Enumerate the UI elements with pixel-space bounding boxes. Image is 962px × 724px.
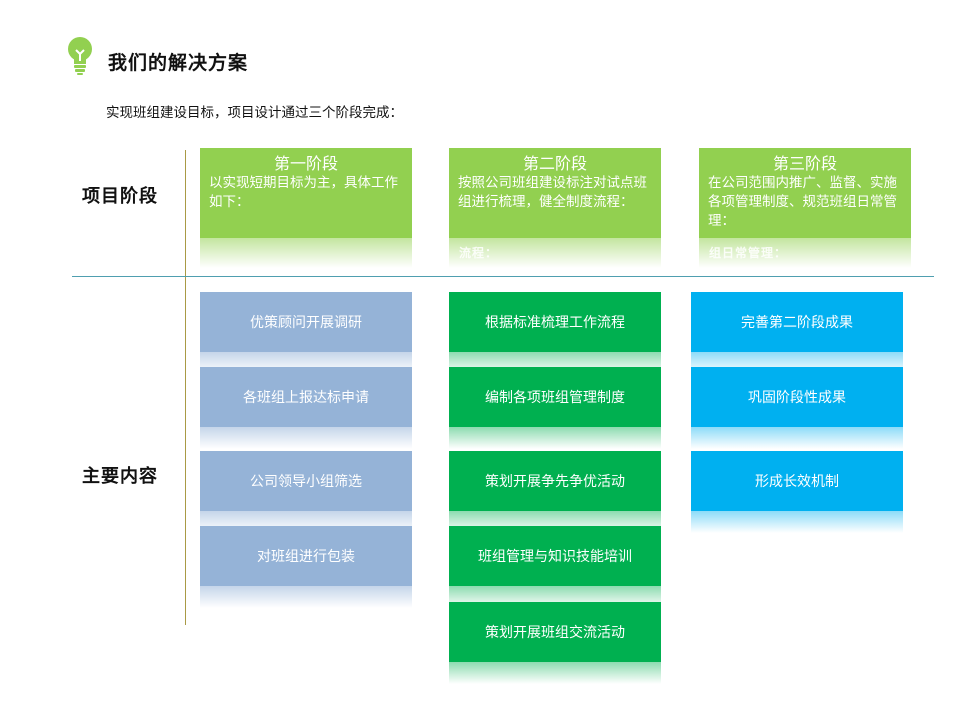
stage-3-desc: 在公司范围内推广、监督、实施各项管理制度、规范班组日常管理： [708, 175, 897, 229]
col2-item-1: 根据标准梳理工作流程 [449, 292, 661, 374]
col2-item-3: 策划开展争先争优活动 [449, 451, 661, 533]
row-label-content: 主要内容 [82, 466, 158, 487]
stage-3-name: 第三阶段 [772, 154, 837, 173]
page-subtitle: 实现班组建设目标，项目设计通过三个阶段完成： [106, 105, 403, 121]
stage-3-box: 第三阶段 在公司范围内推广、监督、实施各项管理制度、规范班组日常管理： [699, 148, 911, 238]
stage-2-desc: 按照公司班组建设标注对试点班组进行梳理，健全制度流程： [458, 175, 647, 210]
stage-1-reflection [200, 238, 412, 268]
stage-3-reflection-text: 组日常管理： [709, 246, 788, 260]
stage-1-box: 第一阶段 以实现短期目标为主，具体工作如下： [200, 148, 412, 238]
page-title: 我们的解决方案 [108, 52, 249, 74]
col1-item-4: 对班组进行包装 [200, 526, 412, 608]
stage-2-box: 第二阶段 按照公司班组建设标注对试点班组进行梳理，健全制度流程： [449, 148, 661, 238]
stage-2-name: 第二阶段 [522, 154, 587, 173]
stage-2-reflection-text: 流程： [459, 246, 499, 260]
col3-item-1: 完善第二阶段成果 [691, 292, 903, 374]
col1-item-3: 公司领导小组筛选 [200, 451, 412, 533]
stage-2-reflection: 流程： [449, 238, 661, 268]
stage-3-reflection: 组日常管理： [699, 238, 911, 268]
row-label-stage: 项目阶段 [82, 186, 158, 207]
col2-item-2: 编制各项班组管理制度 [449, 367, 661, 449]
col2-item-5: 策划开展班组交流活动 [449, 602, 661, 684]
stage-1-desc: 以实现短期目标为主，具体工作如下： [209, 175, 398, 210]
horizontal-divider [72, 276, 934, 277]
vertical-divider [185, 150, 186, 625]
col3-item-2: 巩固阶段性成果 [691, 367, 903, 449]
col1-item-2: 各班组上报达标申请 [200, 367, 412, 449]
col1-item-1: 优策顾问开展调研 [200, 292, 412, 374]
col3-item-3: 形成长效机制 [691, 451, 903, 533]
col2-item-4: 班组管理与知识技能培训 [449, 526, 661, 608]
stage-1-name: 第一阶段 [273, 154, 338, 173]
lightbulb-icon [68, 37, 92, 75]
